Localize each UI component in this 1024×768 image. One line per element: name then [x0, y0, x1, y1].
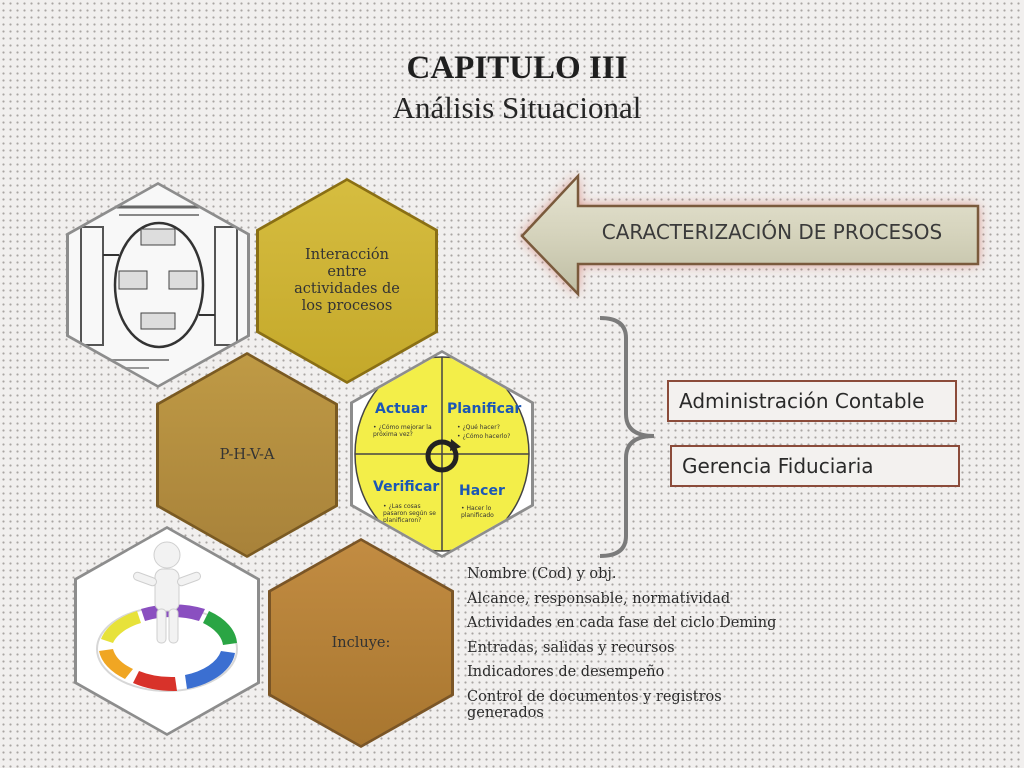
person-cycle-icon — [96, 541, 238, 692]
area-box-gerencia: Gerencia Fiduciaria — [670, 445, 960, 487]
quality-management-diagram-icon — [80, 205, 238, 369]
phva-hexagon: P-H-V-A — [156, 352, 338, 558]
list-item: Indicadores de desempeño — [467, 664, 665, 680]
pdca-act-label: Actuar — [375, 401, 428, 417]
pdca-do-label: Hacer — [459, 483, 505, 499]
pdca-plan-note-1: • ¿Qué hacer? — [457, 424, 500, 431]
interaction-label: Interacción entre actividades de los pro… — [294, 247, 400, 314]
interaction-hexagon: Interacción entre actividades de los pro… — [256, 178, 438, 384]
process-diagram-hexagon — [66, 182, 250, 388]
left-arrow-icon — [520, 172, 980, 298]
pdca-check-note: • ¿Las cosas pasaron según se planificar… — [383, 503, 436, 524]
pdca-do-note: • Hacer lo planificado — [461, 505, 494, 519]
includes-label: Incluye: — [331, 634, 391, 651]
phva-label: P-H-V-A — [219, 446, 275, 463]
includes-list: Nombre (Cod) y obj. Alcance, responsable… — [467, 566, 797, 729]
list-item: Entradas, salidas y recursos — [467, 639, 675, 656]
pdca-wheel-icon — [354, 356, 530, 552]
slide-title: CAPITULO III — [406, 50, 628, 86]
pdca-check-label: Verificar — [373, 479, 440, 495]
arrow-label: CARACTERIZACIÓN DE PROCESOS — [601, 220, 943, 244]
curly-brace-icon — [599, 316, 655, 558]
caracterizacion-arrow: CARACTERIZACIÓN DE PROCESOS — [512, 168, 992, 304]
pdca-act-note: • ¿Cómo mejorar la próxima vez? — [373, 424, 432, 438]
slide-subtitle: Análisis Situacional — [392, 90, 642, 125]
includes-hexagon: Incluye: — [268, 538, 454, 748]
pdca-plan-label: Planificar — [447, 401, 522, 417]
pdca-cycle-hexagon: Actuar Planificar Verificar Hacer • ¿Cóm… — [350, 350, 534, 558]
list-item: Alcance, responsable, normatividad — [467, 590, 731, 607]
pdca-plan-note-2: • ¿Cómo hacerlo? — [457, 433, 511, 440]
area-box-administracion: Administración Contable — [667, 380, 957, 422]
list-item: Actividades en cada fase del ciclo Demin… — [467, 615, 777, 631]
list-item: Control de documentos y registros genera… — [467, 688, 722, 721]
cycle-person-hexagon — [74, 526, 260, 736]
list-item: Nombre (Cod) y obj. — [467, 566, 617, 582]
